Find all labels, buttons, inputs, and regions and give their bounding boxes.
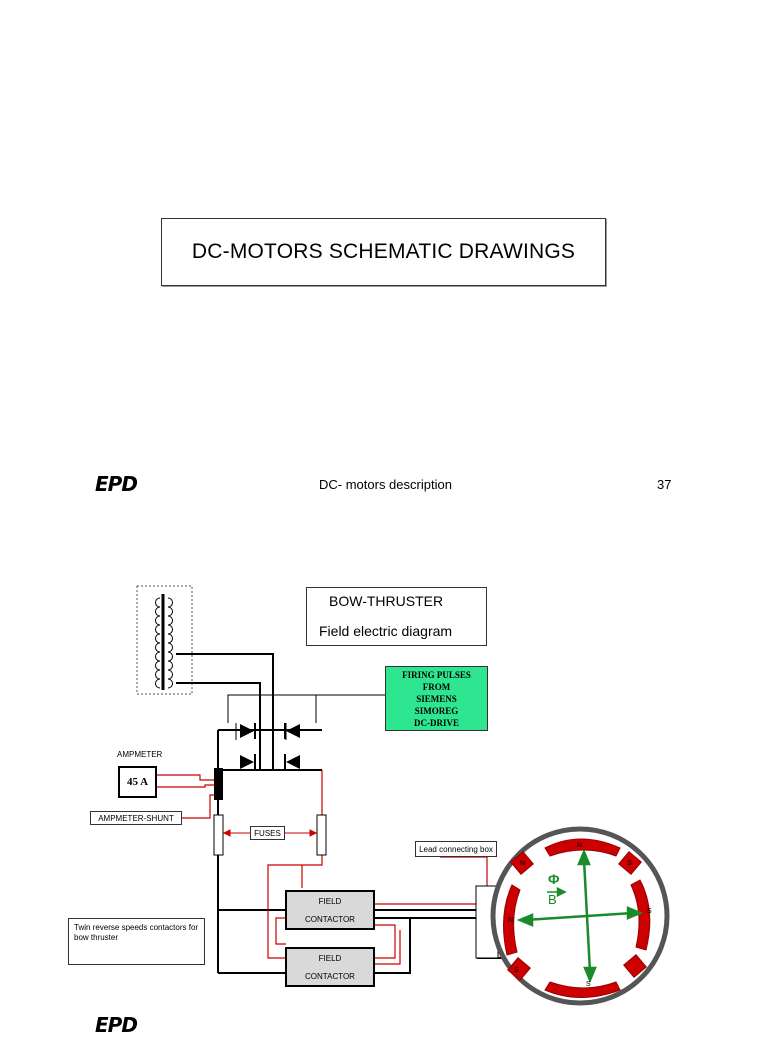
diagram-title-box: BOW-THRUSTER Field electric diagram	[306, 587, 487, 646]
b-symbol: B	[548, 892, 557, 907]
firing-line-3: SIEMENS	[416, 694, 457, 704]
field-contactor-2	[285, 947, 375, 987]
svg-text:S: S	[586, 981, 591, 988]
pole-labels: N S S N N S S	[508, 842, 652, 988]
contactor-1-label: FIELD CONTACTOR	[305, 897, 355, 924]
phi-symbol: Φ	[548, 871, 560, 887]
pole-coils	[503, 838, 651, 998]
header-title: DC- motors description	[319, 477, 452, 492]
transformer-coils	[155, 597, 173, 689]
fuse-right	[316, 814, 327, 856]
firing-line-5: DC-DRIVE	[414, 718, 459, 728]
field-contactor-1	[285, 890, 375, 930]
svg-text:S: S	[627, 860, 632, 867]
page-title-box: DC-MOTORS SCHEMATIC DRAWINGS	[161, 218, 606, 286]
ampmeter-value: 45 A	[126, 776, 149, 788]
ampmeter-label: AMPMETER	[117, 750, 163, 759]
svg-text:S: S	[647, 908, 652, 915]
lead-box-label: Lead connecting box	[415, 841, 497, 857]
field-vectors	[516, 848, 644, 984]
firing-pulses-box: FIRING PULSES FROM SIEMENS SIMOREG DC-DR…	[385, 666, 488, 731]
svg-text:N: N	[577, 842, 582, 849]
firing-line-4: SIMOREG	[414, 706, 459, 716]
ampmeter: 45 A	[118, 766, 157, 798]
fuse-left	[213, 814, 224, 856]
dc-motor: Φ B N S S N N S S	[490, 826, 670, 1006]
diagram-subtitle: Field electric diagram	[319, 623, 453, 639]
svg-text:N: N	[520, 860, 525, 867]
ampmeter-shunt-label: AMPMETER-SHUNT	[90, 811, 182, 825]
diagram-title: BOW-THRUSTER	[329, 593, 444, 609]
ampmeter-shunt	[214, 768, 223, 800]
page-number: 37	[657, 477, 672, 492]
epd-logo: EPD	[95, 472, 138, 496]
svg-text:N: N	[508, 917, 513, 924]
twin-contactors-note: Twin reverse speeds contactors for bow t…	[68, 918, 205, 965]
transformer-box	[136, 585, 193, 695]
fuses-label: FUSES	[250, 826, 285, 840]
red-wiring	[157, 770, 505, 965]
page-title: DC-MOTORS SCHEMATIC DRAWINGS	[191, 240, 576, 263]
svg-text:S: S	[514, 967, 519, 974]
firing-line-2: FROM	[422, 682, 451, 692]
rectifier-diodes	[240, 723, 300, 770]
firing-line-1: FIRING PULSES	[402, 670, 471, 680]
contactor-2-label: FIELD CONTACTOR	[305, 954, 355, 981]
